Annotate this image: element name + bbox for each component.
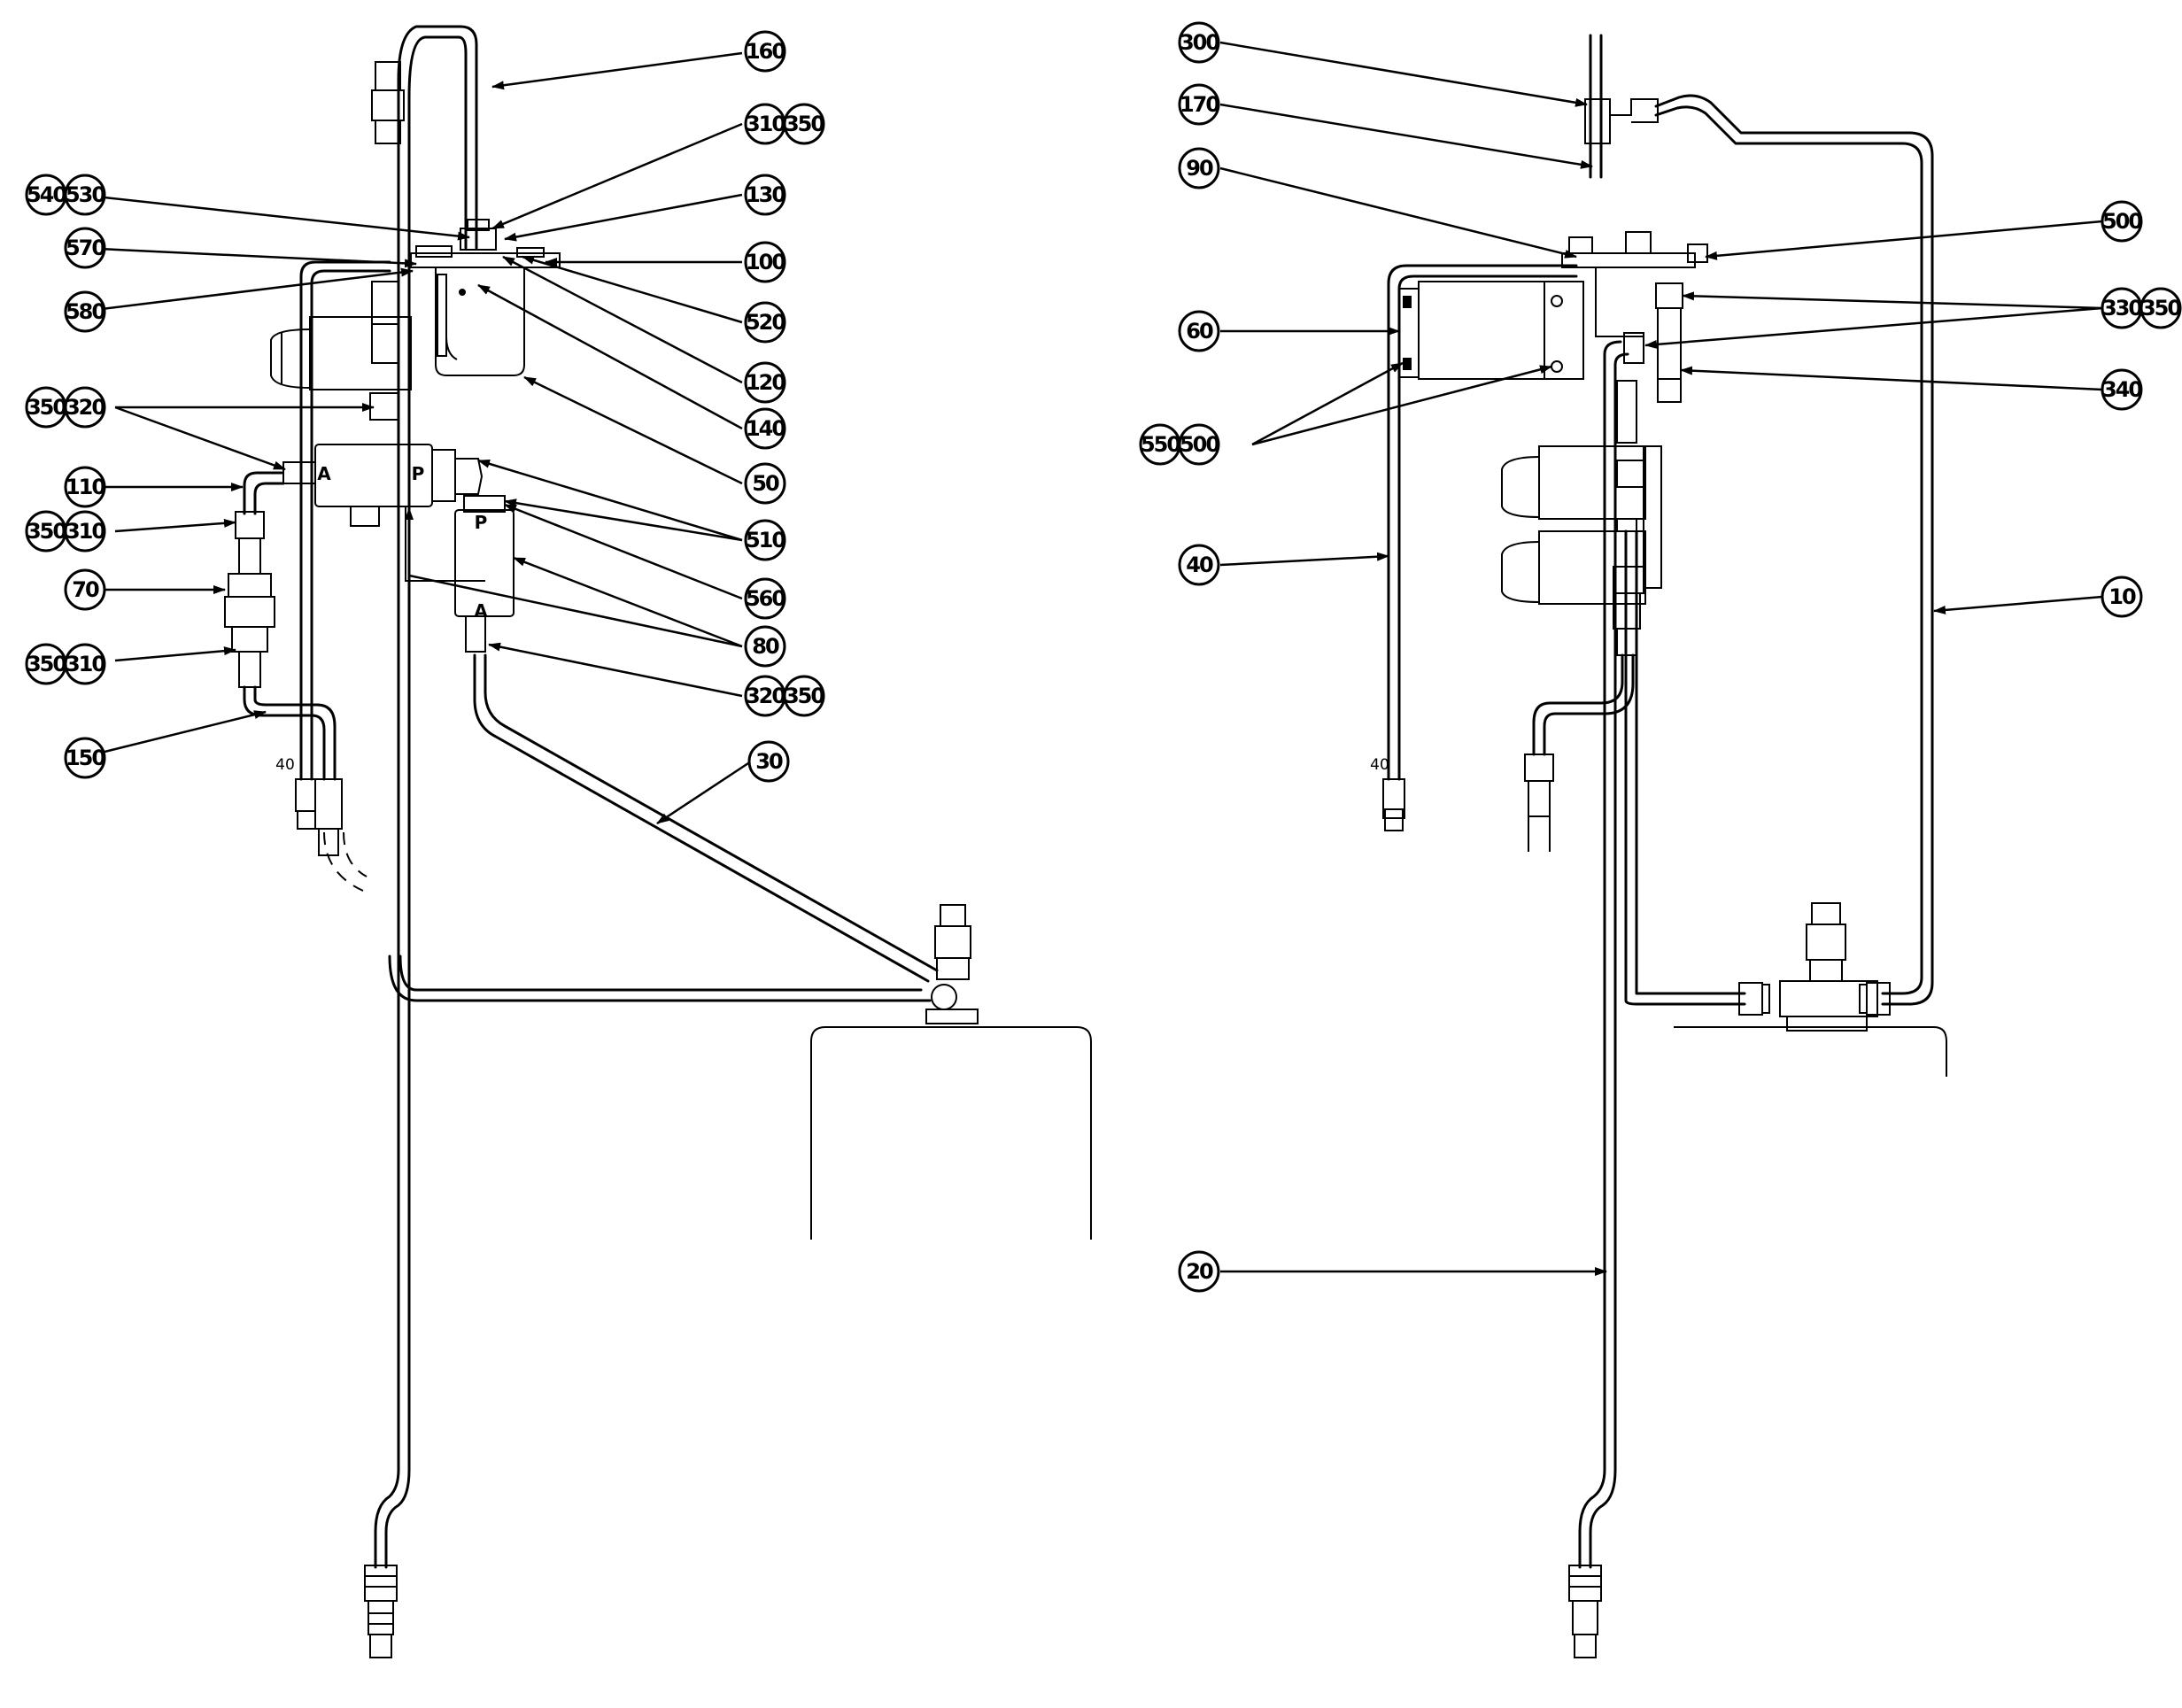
svg-text:120: 120: [746, 370, 785, 395]
callout-550: 550: [1139, 423, 1182, 466]
callout-310-b: 310: [64, 510, 107, 553]
svg-text:150: 150: [66, 746, 105, 770]
svg-text:350: 350: [27, 652, 66, 676]
callout-310-a: 310: [744, 103, 787, 145]
svg-text:70: 70: [72, 577, 99, 602]
svg-text:300: 300: [1180, 30, 1219, 55]
port-p-label-upper: P: [412, 463, 425, 484]
svg-text:110: 110: [66, 475, 105, 499]
svg-text:350: 350: [785, 684, 824, 708]
svg-text:350: 350: [785, 112, 824, 136]
svg-text:30: 30: [755, 749, 783, 774]
callout-530: 530: [64, 174, 107, 216]
svg-text:570: 570: [66, 236, 105, 260]
svg-text:310: 310: [746, 112, 785, 136]
callout-500-a: 500: [2101, 200, 2144, 243]
callout-510: 510: [744, 519, 787, 561]
callout-140: 140: [744, 407, 787, 450]
svg-text:500: 500: [1180, 432, 1219, 457]
svg-text:60: 60: [1186, 319, 1213, 344]
callout-110: 110: [64, 466, 107, 508]
callout-350-a: 350: [783, 103, 826, 145]
svg-text:520: 520: [746, 310, 785, 335]
callout-120: 120: [744, 361, 787, 404]
callout-340: 340: [2101, 368, 2144, 411]
callout-160: 160: [744, 30, 787, 73]
svg-text:350: 350: [27, 519, 66, 544]
callout-350-f: 350: [2139, 287, 2182, 329]
callout-330: 330: [2101, 287, 2144, 329]
svg-text:20: 20: [1186, 1259, 1213, 1284]
svg-text:10: 10: [2108, 584, 2136, 609]
callout-60: 60: [1178, 310, 1220, 352]
svg-text:530: 530: [66, 182, 105, 207]
left-view: A P P A 40: [224, 25, 1092, 1658]
callout-80: 80: [744, 625, 786, 668]
callout-350-d: 350: [25, 643, 68, 685]
svg-text:160: 160: [746, 39, 785, 64]
port-a-label: A: [317, 463, 331, 484]
callout-150: 150: [64, 737, 107, 779]
callout-520: 520: [744, 301, 787, 344]
pipe-label-40-right: 40: [1370, 756, 1389, 774]
callout-320-b: 320: [744, 675, 787, 717]
right-view: 40: [1370, 34, 1947, 1658]
callout-170: 170: [1178, 83, 1221, 126]
callout-90: 90: [1178, 147, 1220, 189]
svg-text:340: 340: [2102, 377, 2142, 402]
svg-text:170: 170: [1180, 92, 1219, 117]
svg-text:350: 350: [27, 395, 66, 420]
callout-540: 540: [25, 174, 68, 216]
svg-text:310: 310: [66, 652, 105, 676]
svg-text:310: 310: [66, 519, 105, 544]
callout-580: 580: [64, 290, 107, 333]
callout-30: 30: [747, 740, 790, 783]
callout-bubbles: 160 310 350 130 540 530 570 100 580 520 …: [25, 21, 2182, 1293]
leader-lines: [79, 41, 2103, 1276]
callout-500-b: 500: [1178, 423, 1221, 466]
svg-text:80: 80: [752, 634, 779, 659]
svg-text:580: 580: [66, 299, 105, 324]
callout-570: 570: [64, 227, 107, 269]
callout-350-b: 350: [25, 386, 68, 429]
svg-text:330: 330: [2102, 296, 2142, 321]
port-p-label-lower: P: [475, 512, 488, 533]
svg-text:350: 350: [2141, 296, 2181, 321]
svg-text:320: 320: [746, 684, 785, 708]
callout-560: 560: [744, 577, 787, 620]
callout-100: 100: [744, 241, 787, 283]
callout-40: 40: [1178, 544, 1220, 586]
callout-20: 20: [1178, 1250, 1220, 1293]
callout-50: 50: [744, 462, 786, 505]
port-a-label-lower: A: [474, 600, 488, 622]
svg-text:50: 50: [752, 471, 779, 496]
callout-70: 70: [64, 568, 106, 611]
svg-text:500: 500: [2102, 209, 2142, 234]
tube-160: [374, 25, 478, 1569]
svg-text:130: 130: [746, 182, 785, 207]
svg-text:320: 320: [66, 395, 105, 420]
pipe-label-40-left: 40: [275, 756, 295, 774]
svg-text:100: 100: [746, 250, 785, 274]
svg-text:560: 560: [746, 586, 785, 611]
callout-300: 300: [1178, 21, 1221, 64]
callout-350-e: 350: [783, 675, 826, 717]
svg-text:540: 540: [27, 182, 66, 207]
svg-text:510: 510: [746, 528, 785, 553]
svg-text:90: 90: [1186, 156, 1213, 181]
callout-10: 10: [2101, 576, 2143, 618]
callout-310-c: 310: [64, 643, 107, 685]
callout-130: 130: [744, 174, 787, 216]
svg-text:140: 140: [746, 416, 785, 441]
callout-320-a: 320: [64, 386, 107, 429]
svg-text:40: 40: [1186, 553, 1213, 577]
callout-350-c: 350: [25, 510, 68, 553]
svg-text:550: 550: [1141, 432, 1180, 457]
